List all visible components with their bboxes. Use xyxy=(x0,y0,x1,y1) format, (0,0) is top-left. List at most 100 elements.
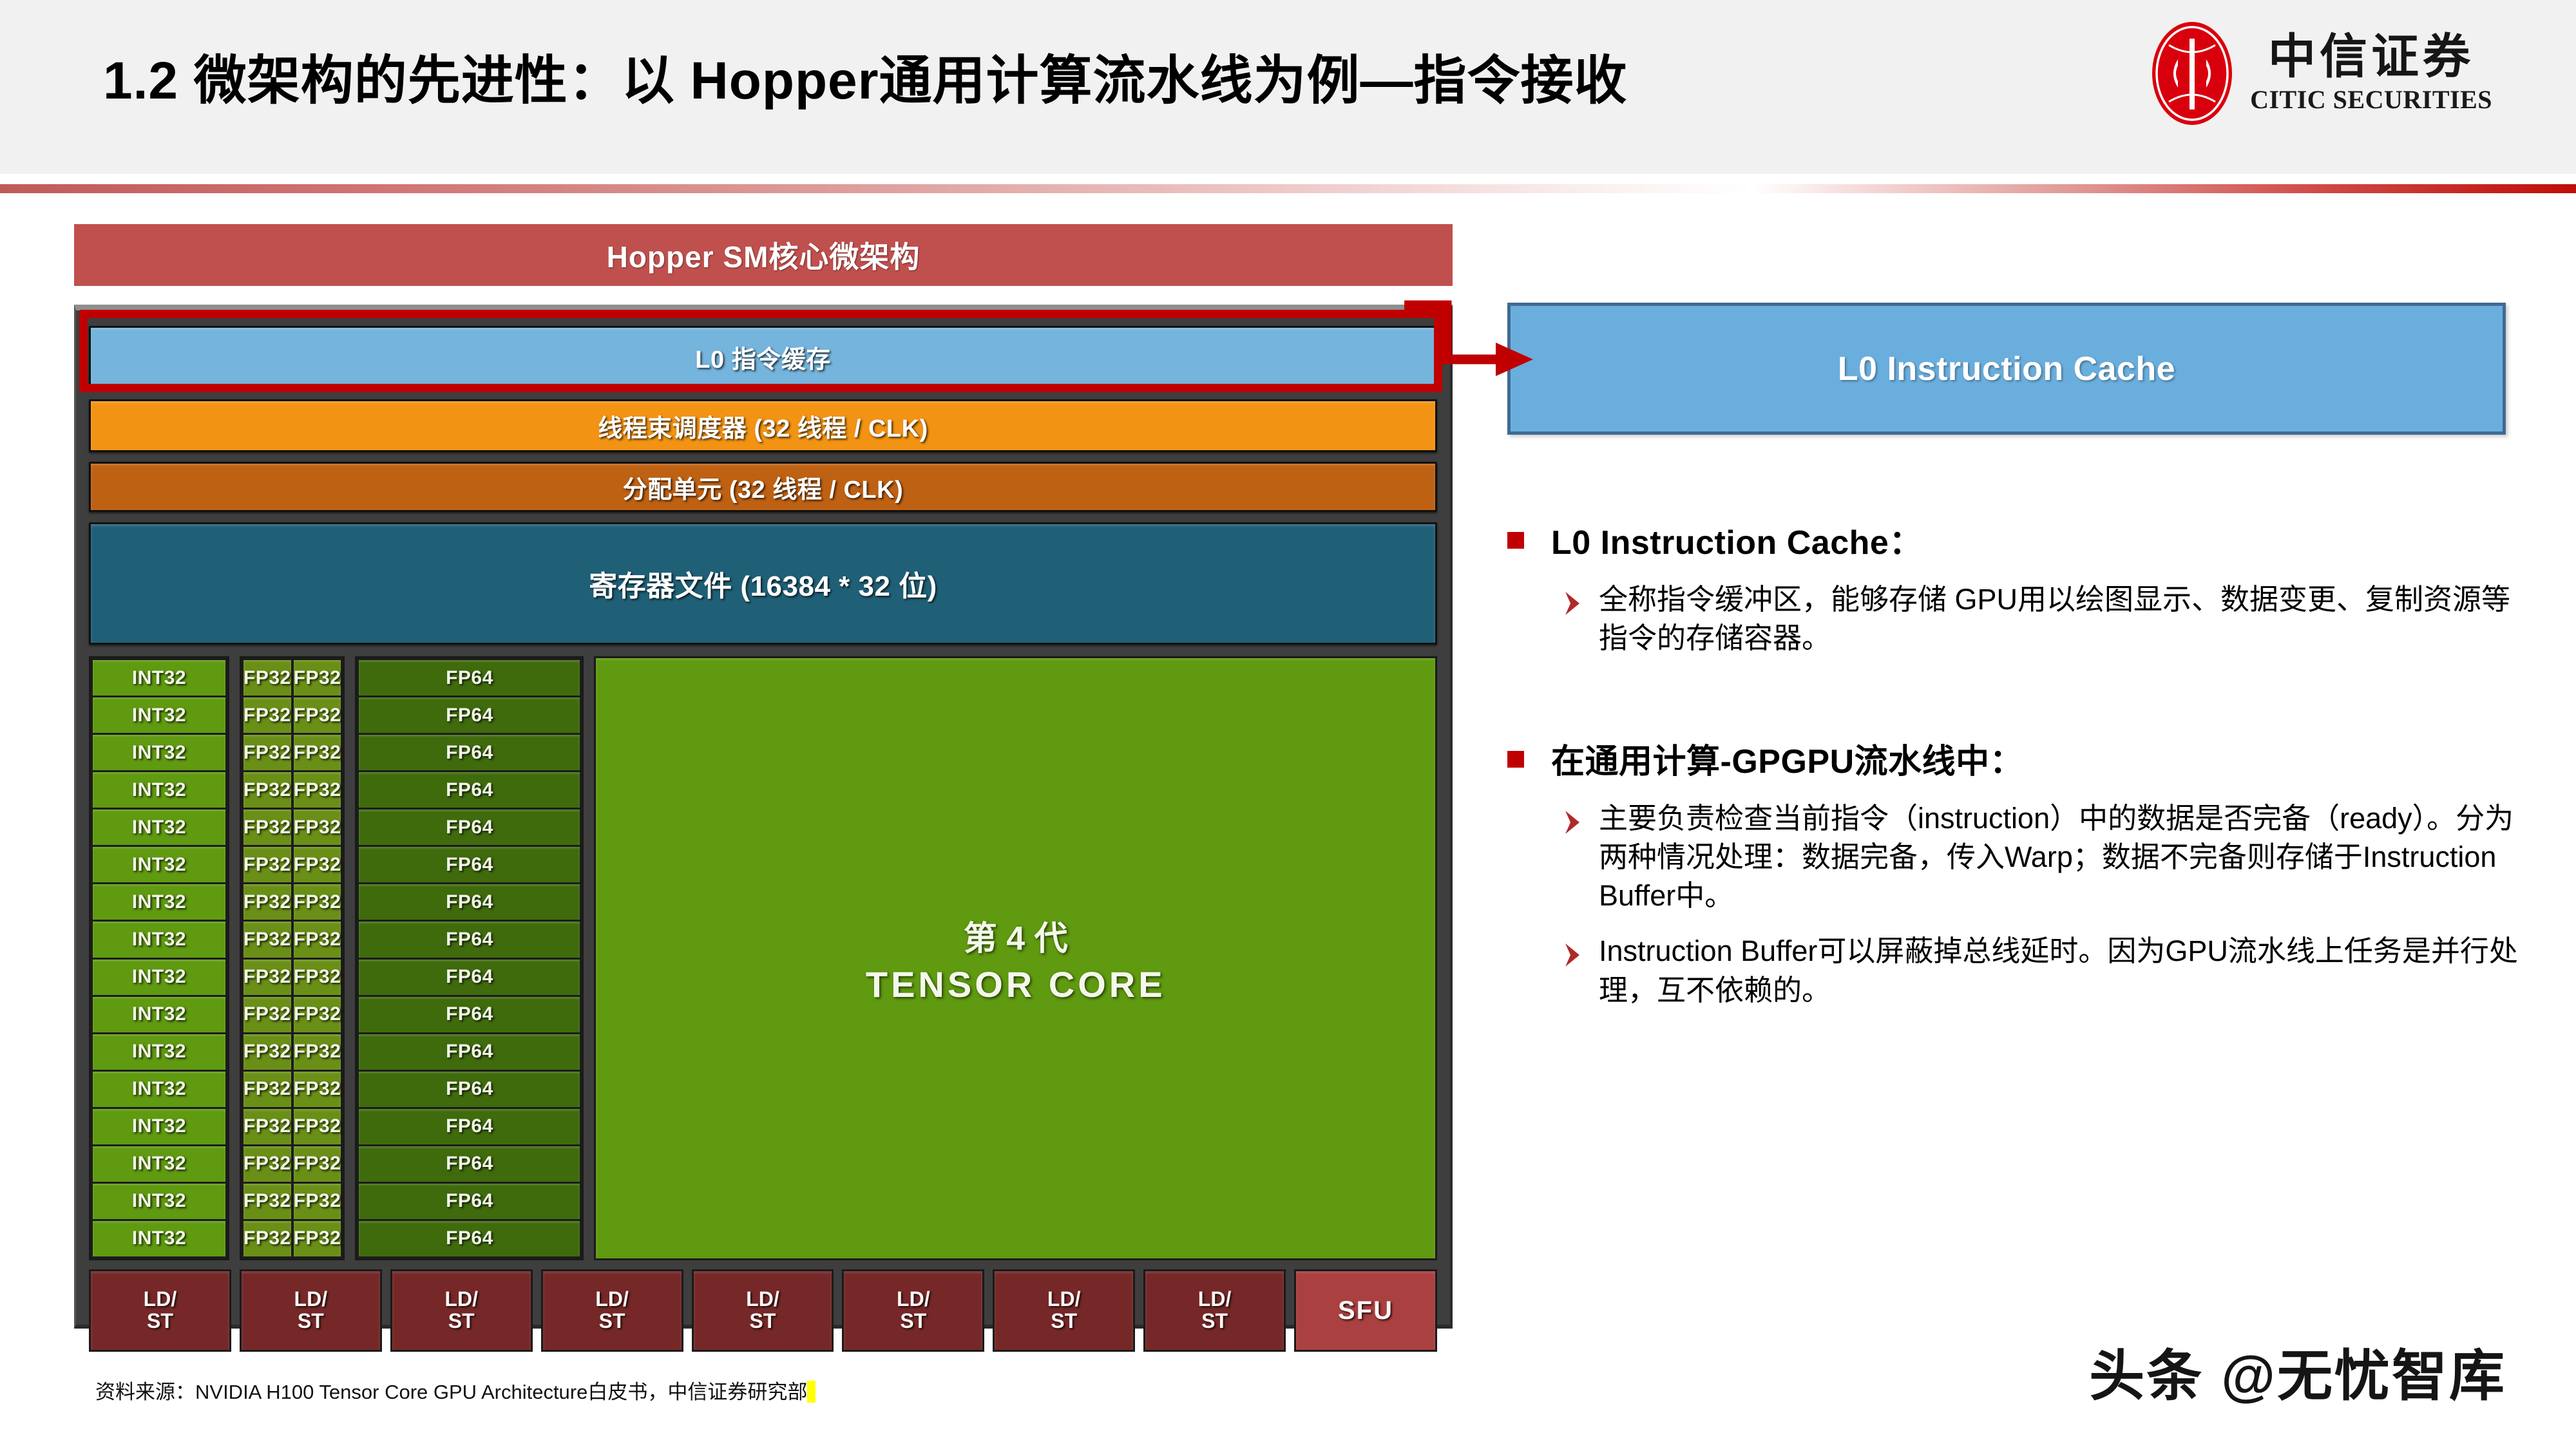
band-l0-instruction-cache: L0 指令缓存 xyxy=(89,326,1437,388)
core-cell-fp64: FP64 xyxy=(359,697,580,734)
core-cell-fp32b: FP32 xyxy=(293,847,341,883)
content-panel: L0 Instruction Cache L0 Instruction Cach… xyxy=(1507,303,2525,1010)
band-register-file: 寄存器文件 (16384 * 32 位) xyxy=(89,522,1437,645)
square-bullet-icon xyxy=(1507,532,1524,549)
source-note: 资料来源：NVIDIA H100 Tensor Core GPU Archite… xyxy=(95,1376,816,1405)
core-cell-fp32b: FP32 xyxy=(293,735,341,771)
ldst-line-1: LD/ xyxy=(1047,1287,1081,1311)
diagram-banner-label: Hopper SM核心微架构 xyxy=(606,240,921,274)
ldst-line-2: ST xyxy=(1201,1309,1228,1332)
chevron-right-icon xyxy=(1565,810,1579,834)
ldst-unit: LD/ST xyxy=(1143,1269,1286,1352)
chevron-right-icon xyxy=(1565,943,1579,967)
core-cell-int32: INT32 xyxy=(93,1071,225,1107)
core-cell-fp32b: FP32 xyxy=(293,959,341,995)
core-cell-fp64: FP64 xyxy=(359,1146,580,1182)
tensor-core-generation: 第 4 代 xyxy=(963,920,1068,958)
core-cell-int32: INT32 xyxy=(93,884,225,920)
core-cell-fp32a: FP32 xyxy=(243,772,291,808)
core-cell-int32: INT32 xyxy=(93,1183,225,1219)
core-cell-fp64: FP64 xyxy=(359,660,580,696)
section-sub-text: 主要负责检查当前指令（instruction）中的数据是否完备（ready）。分… xyxy=(1599,801,2514,913)
ldst-unit: LD/ST xyxy=(993,1269,1136,1352)
core-cell-fp32a: FP32 xyxy=(243,1146,291,1182)
core-cell-fp32b: FP32 xyxy=(293,922,341,958)
ldst-line-1: LD/ xyxy=(444,1287,478,1311)
band-warp-scheduler: 线程束调度器 (32 线程 / CLK) xyxy=(89,399,1437,452)
core-cell-fp32a: FP32 xyxy=(243,697,291,734)
core-cell-fp32b: FP32 xyxy=(293,1108,341,1144)
band-warp-label: 线程束调度器 (32 线程 / CLK) xyxy=(598,415,928,442)
chevron-right-icon xyxy=(1565,592,1579,615)
core-cell-fp32a: FP32 xyxy=(243,1220,291,1256)
diagram-banner: Hopper SM核心微架构 xyxy=(74,224,1453,286)
core-cell-fp64: FP64 xyxy=(359,922,580,958)
l0-instruction-cache-callout: L0 Instruction Cache xyxy=(1507,303,2506,435)
ldst-unit: LD/ST xyxy=(540,1269,683,1352)
core-cell-int32: INT32 xyxy=(93,735,225,771)
section-sub-item: 全称指令缓冲区，能够存储 GPU用以绘图显示、数据变更、复制资源等指令的存储容器… xyxy=(1507,580,2525,658)
source-note-text: 资料来源：NVIDIA H100 Tensor Core GPU Archite… xyxy=(95,1381,808,1403)
core-cell-fp32b: FP32 xyxy=(293,697,341,734)
core-cell-fp64: FP64 xyxy=(359,810,580,846)
core-cell-fp32a: FP32 xyxy=(243,1108,291,1144)
sfu-label: SFU xyxy=(1338,1296,1393,1325)
core-cell-fp32b: FP32 xyxy=(293,884,341,920)
core-cell-fp64: FP64 xyxy=(359,1034,580,1070)
core-cell-fp32a: FP32 xyxy=(243,810,291,846)
core-cell-fp64: FP64 xyxy=(359,1183,580,1219)
logo-chinese-name: 中信证券 xyxy=(2268,28,2475,84)
watermark: 头条 @无忧智库 xyxy=(2089,1345,2506,1407)
core-cell-fp32b: FP32 xyxy=(293,1034,341,1070)
core-cell-fp64: FP64 xyxy=(359,1108,580,1144)
ldst-line-1: LD/ xyxy=(746,1287,779,1311)
section-heading-text: 在通用计算-GPGPU流水线中： xyxy=(1551,743,2024,781)
core-cell-fp32b: FP32 xyxy=(293,660,341,696)
band-dispatch-label: 分配单元 (32 线程 / CLK) xyxy=(622,476,904,504)
section-gpgpu-pipeline: 在通用计算-GPGPU流水线中： 主要负责检查当前指令（instruction）… xyxy=(1507,734,2525,1010)
citic-logo: 中信证券 CITIC SECURITIES xyxy=(2150,19,2492,128)
section-sub-item: 主要负责检查当前指令（instruction）中的数据是否完备（ready）。分… xyxy=(1507,799,2525,916)
core-cell-int32: INT32 xyxy=(93,847,225,883)
square-bullet-icon xyxy=(1507,750,1524,768)
core-cell-fp32b: FP32 xyxy=(293,996,341,1032)
band-dispatch-unit: 分配单元 (32 线程 / CLK) xyxy=(89,462,1437,512)
core-cell-fp64: FP64 xyxy=(359,772,580,808)
section-heading-text: L0 Instruction Cache： xyxy=(1551,524,1923,562)
core-cell-int32: INT32 xyxy=(93,1108,225,1144)
core-cell-int32: INT32 xyxy=(93,810,225,846)
sm-chip-body: L0 指令缓存 线程束调度器 (32 线程 / CLK) 分配单元 (32 线程… xyxy=(74,305,1453,1352)
core-cell-int32: INT32 xyxy=(93,772,225,808)
core-cell-fp32a: FP32 xyxy=(243,884,291,920)
section-sub-item: Instruction Buffer可以屏蔽掉总线延时。因为GPU流水线上任务是… xyxy=(1507,932,2525,1010)
page-title: 1.2 微架构的先进性：以 Hopper通用计算流水线为例—指令接收 xyxy=(103,52,1628,110)
core-cell-fp32a: FP32 xyxy=(243,1034,291,1070)
ldst-unit: LD/ST xyxy=(390,1269,533,1352)
header-divider xyxy=(0,184,2576,193)
ldst-line-1: LD/ xyxy=(294,1287,328,1311)
core-cell-fp64: FP64 xyxy=(359,996,580,1032)
core-cell-int32: INT32 xyxy=(93,697,225,734)
ldst-line-1: LD/ xyxy=(1197,1287,1232,1311)
core-cell-fp64: FP64 xyxy=(359,1071,580,1107)
logo-wordmark: 中信证券 CITIC SECURITIES xyxy=(2250,32,2492,115)
core-cell-fp64: FP64 xyxy=(359,884,580,920)
core-cell-int32: INT32 xyxy=(93,996,225,1032)
core-cell-fp64: FP64 xyxy=(359,1220,580,1256)
core-cell-fp32a: FP32 xyxy=(243,959,291,995)
ldst-line-2: ST xyxy=(749,1309,776,1332)
l0-callout-label: L0 Instruction Cache xyxy=(1837,350,2176,388)
core-cell-int32: INT32 xyxy=(93,660,225,696)
ldst-unit: LD/ST xyxy=(239,1269,382,1352)
band-l0-label: L0 指令缓存 xyxy=(695,346,831,374)
ldst-line-1: LD/ xyxy=(143,1287,177,1311)
section-heading-row: L0 Instruction Cache： xyxy=(1507,515,2525,564)
ldst-line-2: ST xyxy=(900,1309,927,1332)
ldst-line-2: ST xyxy=(146,1309,173,1332)
core-cell-fp64: FP64 xyxy=(359,735,580,771)
